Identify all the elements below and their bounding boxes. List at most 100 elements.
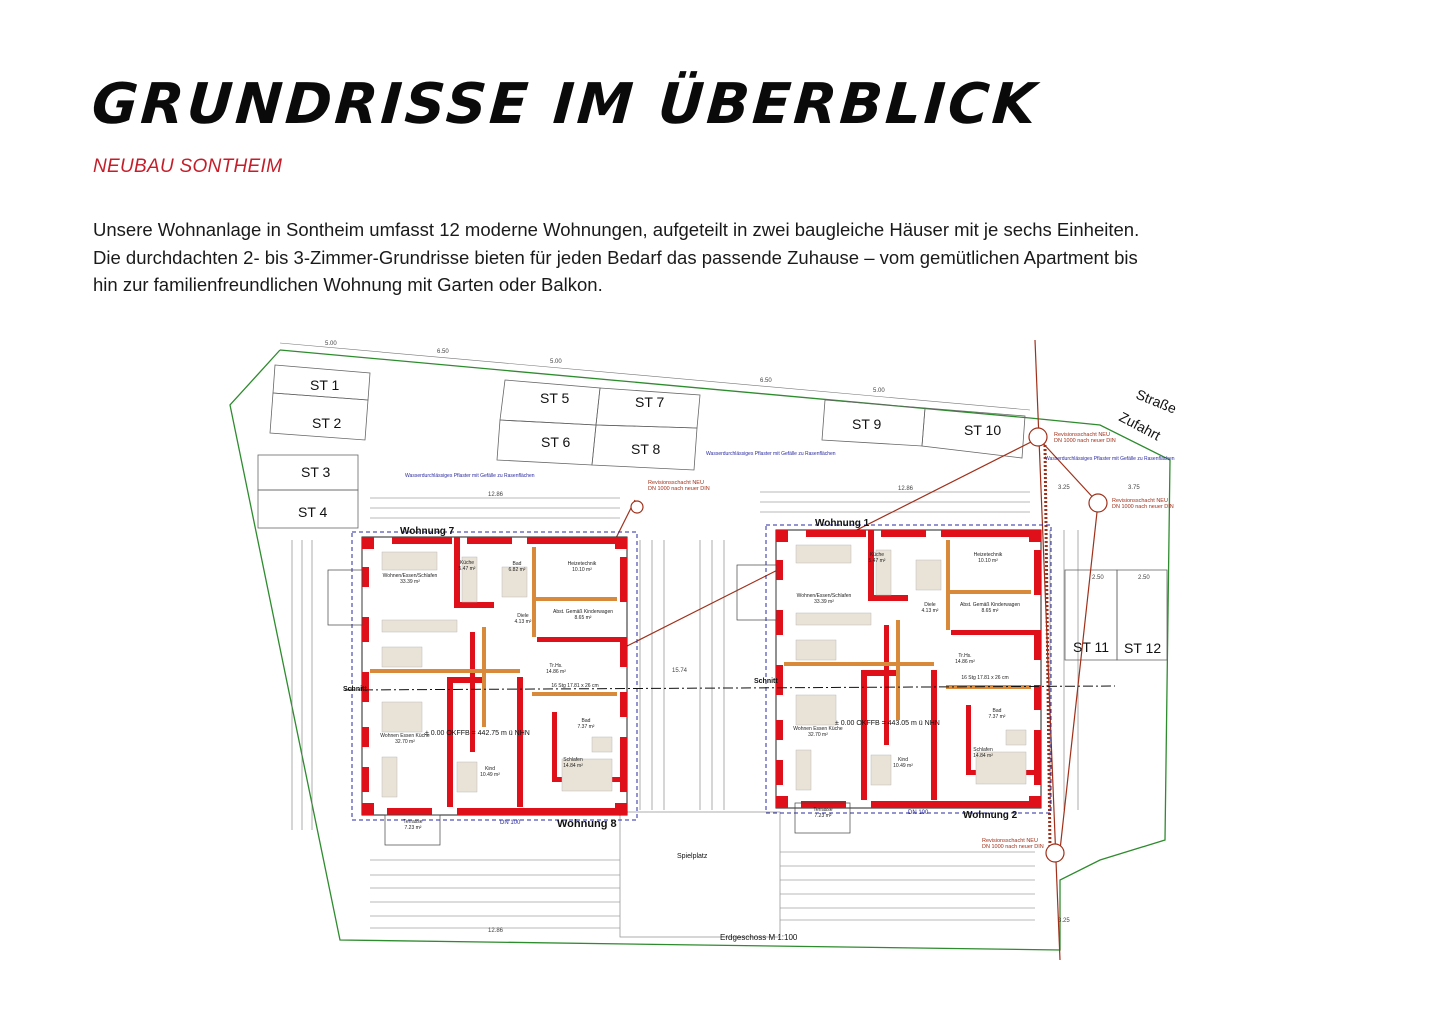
room-area: 7.23 m² (815, 813, 832, 819)
parking-label: ST 3 (301, 464, 331, 480)
manhole-label: Revisionsschacht NEU (982, 838, 1038, 844)
room-label: Diele (517, 613, 529, 619)
manhole-icon (630, 427, 1108, 863)
paving-note: Wasserdurchlässiges Pflaster mit Gefälle… (405, 473, 535, 479)
section-label: Schnitt (343, 686, 367, 693)
section-line (344, 685, 1116, 691)
parking-label: ST 7 (635, 394, 665, 410)
apartment-label: Wohnung 8 (557, 818, 617, 830)
parking-label: ST 9 (852, 416, 882, 432)
stairs-label: 16 Stg 17.81 x 26 cm (961, 675, 1008, 681)
room-area: 4.13 m² (922, 608, 939, 614)
room-area: 8.65 m² (575, 615, 592, 621)
stairs-label: 16 Stg 17.81 x 26 cm (551, 683, 598, 689)
manhole-label: DN 1000 nach neuer DIN (648, 486, 710, 492)
manhole-label: DN 1000 nach neuer DIN (982, 844, 1044, 850)
room-area: 32.70 m² (808, 732, 828, 738)
manhole-label: Revisionsschacht NEU (1112, 498, 1168, 504)
scale-caption: Erdgeschoss M 1:100 (720, 933, 798, 942)
room-area: 14.84 m² (563, 763, 583, 769)
section-label: Schnitt (754, 678, 778, 685)
room-label: Tr.Hs. (958, 653, 971, 659)
room-label: Abst. Gemäß Kinderwagen (553, 609, 613, 615)
dimension-label: 12.86 (488, 492, 504, 498)
dimension-label: 5.00 (325, 341, 337, 347)
paving-note: Wasserdurchlässiges Pflaster mit Gefälle… (1045, 456, 1175, 462)
room-area: 33.39 m² (400, 579, 420, 585)
pipe-label: DN 100 (908, 810, 929, 816)
intro-line: Die durchdachten 2- bis 3-Zimmer-Grundri… (93, 246, 1138, 268)
room-area: 7.37 m² (989, 714, 1006, 720)
dimension-label: 12.86 (488, 928, 504, 934)
parking-label: ST 2 (312, 415, 342, 431)
intro-line: Unsere Wohnanlage in Sontheim umfasst 12… (93, 219, 1140, 240)
street-label: Straße (1134, 386, 1179, 417)
room-area: 32.70 m² (395, 739, 415, 745)
room-area: 14.86 m² (546, 669, 566, 675)
room-label: Schlafen (973, 747, 993, 753)
parking-label: ST 12 (1124, 640, 1161, 656)
dimension-label: 3.25 (1058, 918, 1070, 924)
manhole-label: Revisionsschacht NEU (648, 480, 704, 486)
room-label: Kind (485, 766, 495, 772)
dimension-label: 6.50 (437, 349, 449, 355)
dimension-label: 15.74 (672, 668, 688, 674)
level-label: ± 0.00 OKFFB = 442.75 m ü NHN (425, 730, 530, 737)
room-area: 4.13 m² (515, 619, 532, 625)
dimension-label: 5.00 (550, 359, 562, 365)
property-boundary (229, 349, 1171, 951)
room-label: Abst. Gemäß Kinderwagen (960, 602, 1020, 608)
driveway-label: Zufahrt (1117, 409, 1164, 444)
dimension-label: 2.50 (1138, 575, 1150, 581)
room-label: Wohnen Essen Küche (380, 733, 430, 739)
manhole-label: DN 1000 nach neuer DIN (1112, 504, 1174, 510)
room-area: 10.10 m² (978, 558, 998, 564)
room-area: 10.49 m² (893, 763, 913, 769)
room-area: 6.82 m² (509, 567, 526, 573)
parking-label: ST 6 (541, 434, 571, 450)
intro-line: hin zur familienfreundlichen Wohnung mit… (93, 274, 603, 295)
room-area: 10.10 m² (572, 567, 592, 573)
level-label: ± 0.00 OKFFB = 443.05 m ü NHN (835, 720, 940, 727)
parking-spaces (257, 364, 1168, 938)
page-subtitle: NEUBAU SONTHEIM (93, 156, 283, 177)
room-area: 8.65 m² (982, 608, 999, 614)
dimension-label: 3.75 (1128, 485, 1140, 491)
room-area: 14.86 m² (955, 659, 975, 665)
parking-label: ST 8 (631, 441, 661, 457)
playground-label: Spielplatz (677, 853, 708, 860)
apartment-label: Wohnung 7 (400, 526, 455, 537)
room-area: 14.84 m² (973, 753, 993, 759)
parking-label: ST 11 (1073, 639, 1109, 655)
room-label: Wohnen Essen Küche (793, 726, 843, 732)
parking-label: ST 10 (964, 422, 1001, 438)
manhole-label: DN 1000 nach neuer DIN (1054, 438, 1116, 444)
dimension-lines (279, 342, 1079, 929)
room-area: 7.37 m² (578, 724, 595, 730)
parking-label: ST 4 (298, 504, 328, 520)
apartment-label: Wohnung 1 (815, 518, 870, 529)
room-label: Heizetechnik (974, 552, 1003, 558)
room-label: Terrasse (403, 819, 422, 825)
dimension-label: 5.00 (873, 388, 885, 394)
intro-paragraph: Unsere Wohnanlage in Sontheim umfasst 12… (93, 216, 1293, 299)
manhole-label: Revisionsschacht NEU (1054, 432, 1110, 438)
dimension-label: 2.50 (1092, 575, 1104, 581)
room-area: 7.23 m² (405, 825, 422, 831)
room-area: 5.47 m² (459, 566, 476, 572)
room-area: 33.39 m² (814, 599, 834, 605)
dimension-label: 12.86 (898, 486, 914, 492)
apartment-label: Wohnung 2 (963, 810, 1018, 821)
room-area: 5.47 m² (869, 558, 886, 564)
room-area: 10.49 m² (480, 772, 500, 778)
room-label: Wohnen/Essen/Schlafen (383, 573, 438, 579)
room-label: Diele (924, 602, 936, 608)
room-label: Küche (460, 560, 474, 566)
room-label: Wohnen/Essen/Schlafen (797, 593, 852, 599)
room-label: Kind (898, 757, 908, 763)
room-label: Tr.Hs. (549, 663, 562, 669)
parking-label: ST 5 (540, 390, 570, 406)
pipe-label: DN 100 (500, 820, 521, 826)
room-label: Schlafen (563, 757, 583, 763)
